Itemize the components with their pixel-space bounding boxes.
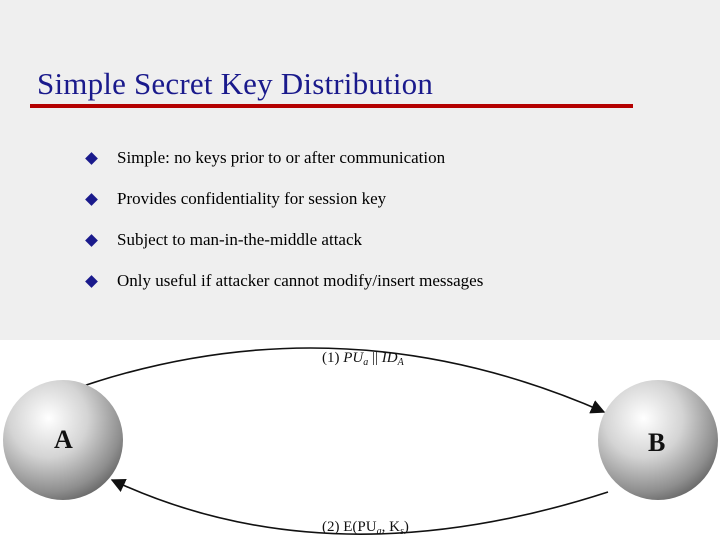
top-panel	[0, 0, 720, 340]
bullet-text: Subject to man-in-the-middle attack	[117, 230, 363, 249]
message-1-label: (1) PUa || IDA	[322, 350, 405, 369]
node-b-label: B	[648, 428, 665, 457]
node-b-sphere	[598, 380, 718, 500]
bullet-item: Subject to man-in-the-middle attack	[85, 228, 483, 269]
message-2-label: (2) E(PUa, Ks)	[322, 519, 409, 537]
title-rule	[30, 104, 633, 108]
bullet-list: Simple: no keys prior to or after commun…	[85, 146, 484, 310]
node-a-sphere	[3, 380, 123, 500]
slide-title: Simple Secret Key Distribution	[37, 66, 434, 101]
bullet-item: Provides confidentiality for session key	[85, 187, 483, 228]
diamond-bullet-icon	[85, 152, 98, 165]
node-a-label: A	[54, 425, 73, 454]
bullet-text: Only useful if attacker cannot modify/in…	[117, 271, 484, 290]
bullet-text: Provides confidentiality for session key	[117, 189, 387, 208]
diamond-bullet-icon	[85, 275, 98, 288]
bullet-item: Simple: no keys prior to or after commun…	[85, 146, 483, 187]
message-2-arrow	[110, 478, 609, 535]
key-distribution-diagram: A B (1) PUa || IDA (2) E(PUa, Ks)	[3, 347, 718, 537]
diamond-bullet-icon	[85, 193, 98, 206]
bullet-item: Only useful if attacker cannot modify/in…	[85, 269, 484, 310]
bullet-text: Simple: no keys prior to or after commun…	[117, 148, 446, 167]
message-1-arrow	[51, 347, 606, 414]
diamond-bullet-icon	[85, 234, 98, 247]
